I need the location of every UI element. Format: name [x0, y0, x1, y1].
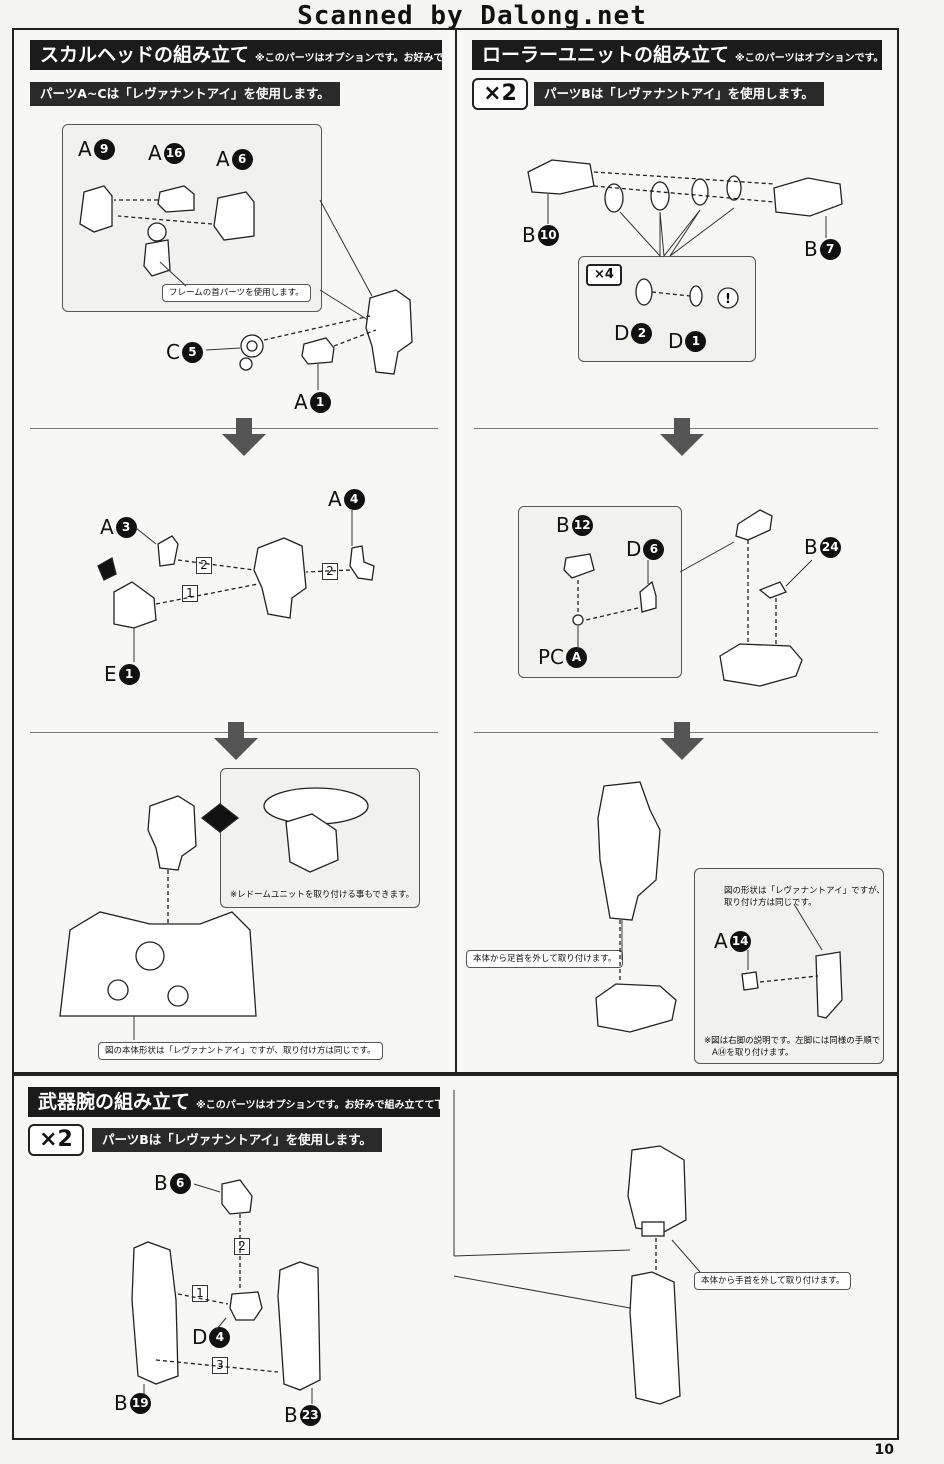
left-leg-box: [694, 868, 884, 1064]
frame-neck-note: フレームの首パーツを使用します。: [162, 284, 311, 302]
radome-note: ※レドームユニットを取り付ける事もできます。: [230, 890, 415, 900]
roller-unit-header: ローラーユニットの組み立て ※このパーツはオプションです。お好みで組み立てて下さい…: [472, 40, 882, 70]
right-leg-note-line-1: ※図は右脚の説明です。左脚には同様の手順で: [704, 1036, 881, 1046]
weapon-arm-title: 武器腕の組み立て: [38, 1091, 191, 1113]
weapon-arm-option-note: ※このパーツはオプションです。お好みで組み立てて下さい。: [196, 1100, 440, 1111]
skull-head-option-note: ※このパーツはオプションです。お好みで組み立てて下さい。: [255, 53, 442, 64]
scan-credit: Scanned by Dalong.net: [297, 1, 647, 33]
step-2-arm: 2: [234, 1238, 250, 1255]
page-number: 10: [874, 1442, 894, 1458]
body-shape-note: 図の本体形状は「レヴァナントアイ」ですが、取り付け方は同じです。: [98, 1042, 383, 1060]
weapon-arm-multiplier: ×2: [28, 1124, 84, 1156]
step-1-arm: 1: [192, 1285, 208, 1302]
svg-text:!: !: [725, 292, 731, 307]
foot-removal-note: 本体から足首を外して取り付けます。: [466, 950, 624, 968]
skull-head-parts-note: パーツA~Cは「レヴァナントアイ」を使用します。: [30, 82, 340, 106]
roller-unit-multiplier: ×2: [472, 78, 528, 110]
roller-unit-option-note: ※このパーツはオプションです。お好みで組み立てて下さい。: [735, 53, 882, 64]
skull-head-separator-1: [30, 428, 438, 429]
roller-wheel-multiplier: ×4: [586, 264, 622, 286]
step-2-left: 2: [196, 557, 212, 574]
step-2-right: 2: [322, 563, 338, 580]
weapon-arm-header: 武器腕の組み立て ※このパーツはオプションです。お好みで組み立てて下さい。: [28, 1087, 440, 1117]
hand-removal-note: 本体から手首を外して取り付けます。: [694, 1272, 852, 1290]
weapon-arm-parts-note: パーツBは「レヴァナントアイ」を使用します。: [92, 1128, 382, 1152]
skull-head-header: スカルヘッドの組み立て ※このパーツはオプションです。お好みで組み立てて下さい。: [30, 40, 442, 70]
roller-unit-parts-note: パーツBは「レヴァナントアイ」を使用します。: [534, 82, 824, 106]
shape-note-line-1: 図の形状は「レヴァナントアイ」ですが、: [724, 886, 885, 896]
right-leg-note-line-2: A⑭を取り付けます。: [712, 1048, 794, 1058]
shape-note-line-2: 取り付け方は同じです。: [724, 898, 817, 908]
skull-head-title: スカルヘッドの組み立て: [40, 44, 250, 66]
roller-wheel-box: [578, 256, 756, 362]
roller-unit-title: ローラーユニットの組み立て: [482, 44, 730, 66]
